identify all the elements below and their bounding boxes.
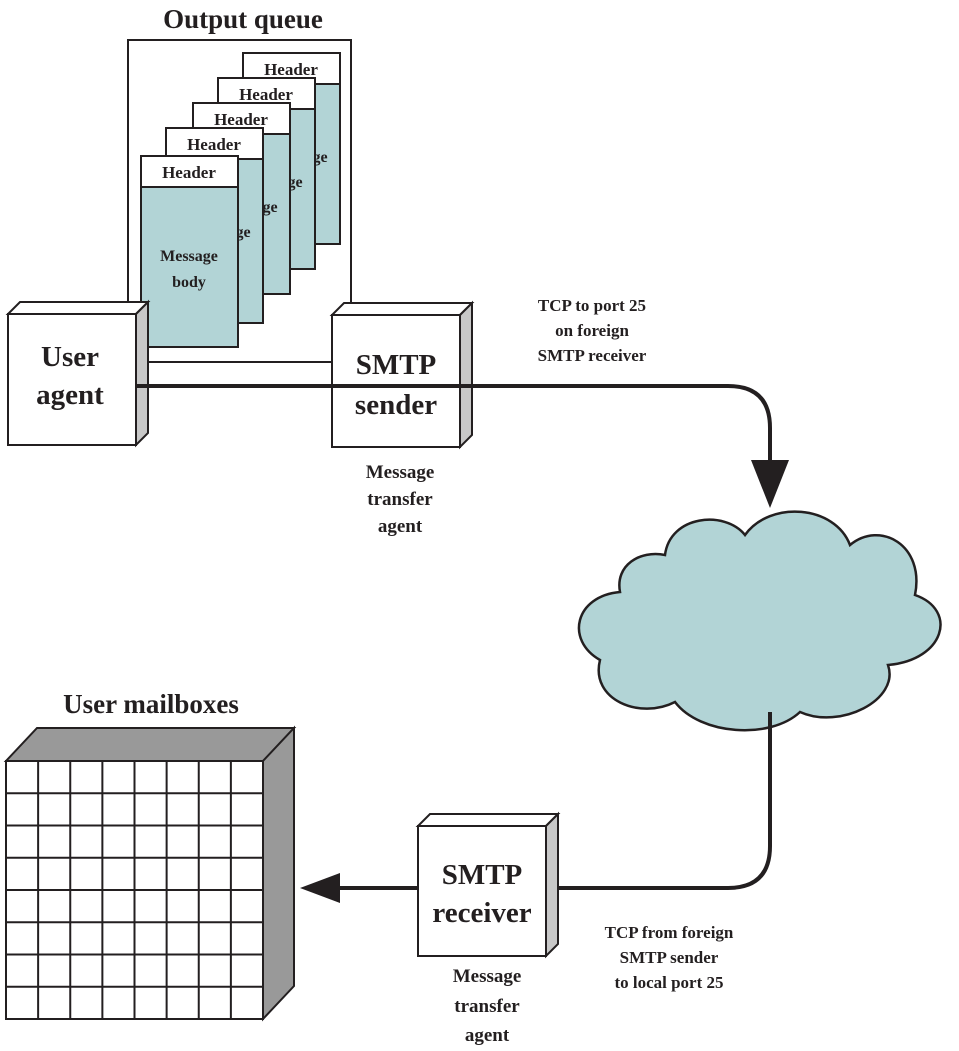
output-queue-title: Output queue bbox=[163, 4, 323, 34]
outgoing-connection-line bbox=[136, 384, 772, 470]
message-body-fragment: ge bbox=[287, 174, 302, 191]
mailbox-side-face bbox=[262, 725, 295, 1022]
incoming-arrowhead bbox=[300, 873, 340, 903]
caption-line: transfer bbox=[367, 489, 433, 510]
caption-line: agent bbox=[378, 516, 423, 537]
tcp-incoming-line: SMTP sender bbox=[620, 948, 719, 967]
message-header-label: Header bbox=[264, 60, 318, 79]
tcp-incoming-label: TCP from foreign SMTP sender to local po… bbox=[605, 923, 734, 992]
smtp-sender-box: SMTP sender bbox=[329, 300, 475, 450]
smtp-receiver-label: SMTP bbox=[442, 859, 523, 891]
caption-line: Message bbox=[453, 966, 522, 987]
message-header-label: Header bbox=[187, 135, 241, 154]
tcp-incoming-line: to local port 25 bbox=[614, 973, 723, 992]
tcp-outgoing-line: on foreign bbox=[555, 321, 629, 340]
network-cloud bbox=[577, 510, 942, 732]
smtp-receiver-label: receiver bbox=[432, 897, 531, 929]
smtp-sender-label: SMTP bbox=[356, 349, 437, 381]
mailbox-grid bbox=[6, 761, 263, 1019]
message-body-label: body bbox=[172, 274, 206, 291]
smtp-sender-caption: Message transfer agent bbox=[366, 462, 435, 537]
user-mailboxes-title: User mailboxes bbox=[63, 689, 239, 719]
smtp-sender-label: sender bbox=[355, 389, 437, 421]
smtp-receiver-box: SMTP receiver bbox=[415, 811, 561, 959]
user-mailboxes: User mailboxes bbox=[3, 689, 297, 1022]
message-body-fragment: ge bbox=[312, 149, 327, 166]
mailbox-top-face bbox=[3, 727, 297, 762]
caption-line: Message bbox=[366, 462, 435, 483]
tcp-outgoing-line: TCP to port 25 bbox=[538, 296, 646, 315]
message-body-label: Message bbox=[160, 248, 218, 265]
user-agent-box: User agent bbox=[5, 299, 151, 448]
message-body-fragment: ge bbox=[262, 199, 277, 216]
output-queue: Output queue Header ge Header ge Header … bbox=[127, 4, 352, 363]
user-agent-label: agent bbox=[36, 379, 104, 411]
caption-line: agent bbox=[465, 1025, 510, 1046]
message-header-label: Header bbox=[239, 85, 293, 104]
tcp-outgoing-line: SMTP receiver bbox=[538, 346, 647, 365]
tcp-incoming-line: TCP from foreign bbox=[605, 923, 734, 942]
smtp-receiver-caption: Message transfer agent bbox=[453, 966, 522, 1046]
caption-line: transfer bbox=[454, 996, 520, 1017]
user-agent-label: User bbox=[41, 341, 99, 373]
incoming-connection-line bbox=[335, 712, 772, 890]
tcp-outgoing-label: TCP to port 25 on foreign SMTP receiver bbox=[538, 296, 647, 365]
queued-message-front: Header Message body bbox=[140, 155, 239, 348]
message-header-label: Header bbox=[162, 163, 216, 182]
message-header-label: Header bbox=[214, 110, 268, 129]
outgoing-arrowhead bbox=[751, 460, 789, 508]
message-body-fragment: ge bbox=[235, 224, 250, 241]
